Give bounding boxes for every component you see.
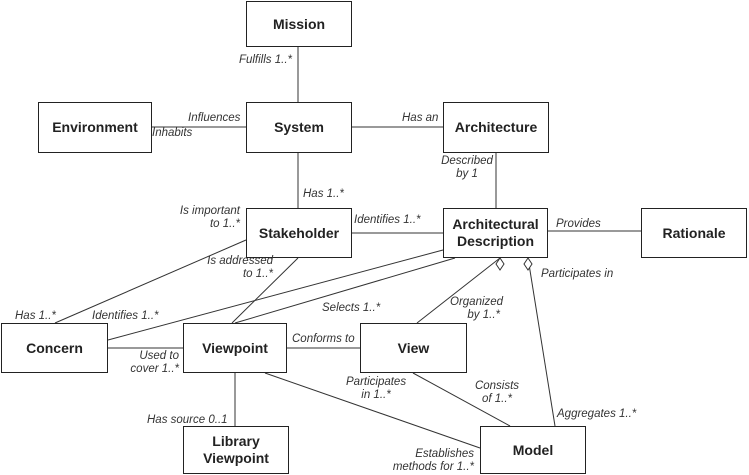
label-has-an: Has an [402,112,439,124]
aggregation-diamond-model [523,257,533,271]
node-mission[interactable]: Mission [246,1,352,47]
aggregation-diamond-view [495,257,505,271]
edge-viewpoint-model [264,372,481,449]
label-conforms-to: Conforms to [292,333,355,345]
label-inhabits: Inhabits [152,127,193,139]
edge-view-model [412,372,511,427]
node-viewpoint[interactable]: Viewpoint [183,323,287,373]
label-establishes-methods: Establishes methods for 1..* [392,448,474,473]
edge-ad-viewpoint [234,257,456,324]
label-described-by: Described by 1 [441,155,493,180]
label-used-to-cover: Used to cover 1..* [130,350,179,375]
label-has-stakeholder: Has 1..* [303,188,344,200]
edge-ad-model [527,257,556,427]
label-has-concern: Has 1..* [15,310,56,322]
node-concern[interactable]: Concern [1,323,108,373]
node-stakeholder[interactable]: Stakeholder [246,208,352,258]
label-influences: Influences [188,112,241,124]
edge-ad-concern [107,249,444,341]
node-system[interactable]: System [246,102,352,153]
label-selects: Selects 1..* [322,302,381,314]
node-architectural-description[interactable]: Architectural Description [443,208,548,258]
label-consists-of: Consists of 1..* [474,380,520,405]
edge-ad-view [416,257,501,324]
label-aggregates: Aggregates 1..* [557,408,637,420]
label-has-source: Has source 0..1 [147,414,228,426]
label-provides: Provides [556,218,601,230]
node-environment[interactable]: Environment [38,102,152,153]
node-model[interactable]: Model [480,426,586,474]
node-view[interactable]: View [360,323,467,373]
label-participates-in-ad: Participates in [541,268,614,280]
edge-stakeholder-viewpoint [231,257,299,324]
label-identifies-stakeholder: Identifies 1..* [354,214,421,226]
node-rationale[interactable]: Rationale [641,208,747,258]
label-organized-by: Organized by 1..* [450,296,504,321]
label-is-important-to: Is important to 1..* [179,205,240,230]
label-identifies-concern: Identifies 1..* [92,310,159,322]
label-is-addressed-to: Is addressed to 1..* [207,255,273,280]
node-architecture[interactable]: Architecture [443,102,549,153]
node-library-viewpoint[interactable]: Library Viewpoint [183,426,289,474]
label-participates-in-view: Participates in 1..* [346,376,407,401]
label-fulfills: Fulfills 1..* [238,54,292,66]
edge-stakeholder-concern [54,239,247,324]
